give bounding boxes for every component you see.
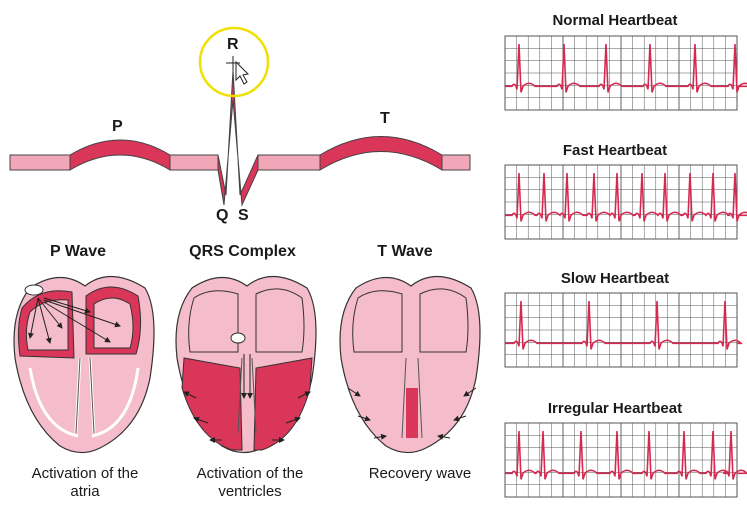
p-wave-shape [69, 139, 171, 171]
heart-t-wave [339, 275, 481, 454]
caption-p-line2: atria [70, 483, 100, 500]
strip-title-irregular: Irregular Heartbeat [547, 400, 683, 417]
caption-qrs-line1: Activation of the [196, 465, 304, 482]
strip-title-slow: Slow Heartbeat [560, 270, 670, 287]
strip-title-fast: Fast Heartbeat [562, 142, 668, 159]
caption-qrs: Activation of the ventricles [175, 465, 325, 501]
highlight-circle [198, 26, 270, 98]
t-wave-shape [319, 136, 443, 171]
strip-border [504, 292, 738, 368]
label-r: R [227, 36, 239, 53]
label-s: S [238, 207, 249, 224]
panel-title-p-wave: P Wave [49, 243, 107, 260]
strip-fast [504, 164, 747, 240]
label-q: Q [216, 207, 229, 224]
caption-t-wave: Recovery wave [345, 465, 495, 483]
strip-title-normal: Normal Heartbeat [552, 12, 678, 29]
qrs-complex-shape [217, 69, 259, 207]
ecg-trace [505, 172, 747, 222]
strip-slow [504, 292, 743, 368]
label-p: P [112, 118, 123, 135]
heart-p-wave [13, 275, 155, 454]
strip-border [504, 422, 738, 498]
strip-normal [504, 35, 747, 111]
caption-t-line1: Recovery wave [368, 465, 472, 482]
panel-title-qrs: QRS Complex [189, 243, 296, 260]
caption-p-line1: Activation of the [31, 465, 139, 482]
label-t: T [380, 110, 390, 127]
ecg-trace [505, 300, 743, 350]
ecg-trace [505, 430, 747, 480]
ecg-trace [505, 43, 747, 93]
heart-qrs [175, 275, 317, 454]
caption-qrs-line2: ventricles [218, 483, 282, 500]
caption-p-wave: Activation of the atria [10, 465, 160, 501]
panel-title-t-wave: T Wave [377, 243, 433, 260]
strip-irregular [504, 422, 747, 498]
